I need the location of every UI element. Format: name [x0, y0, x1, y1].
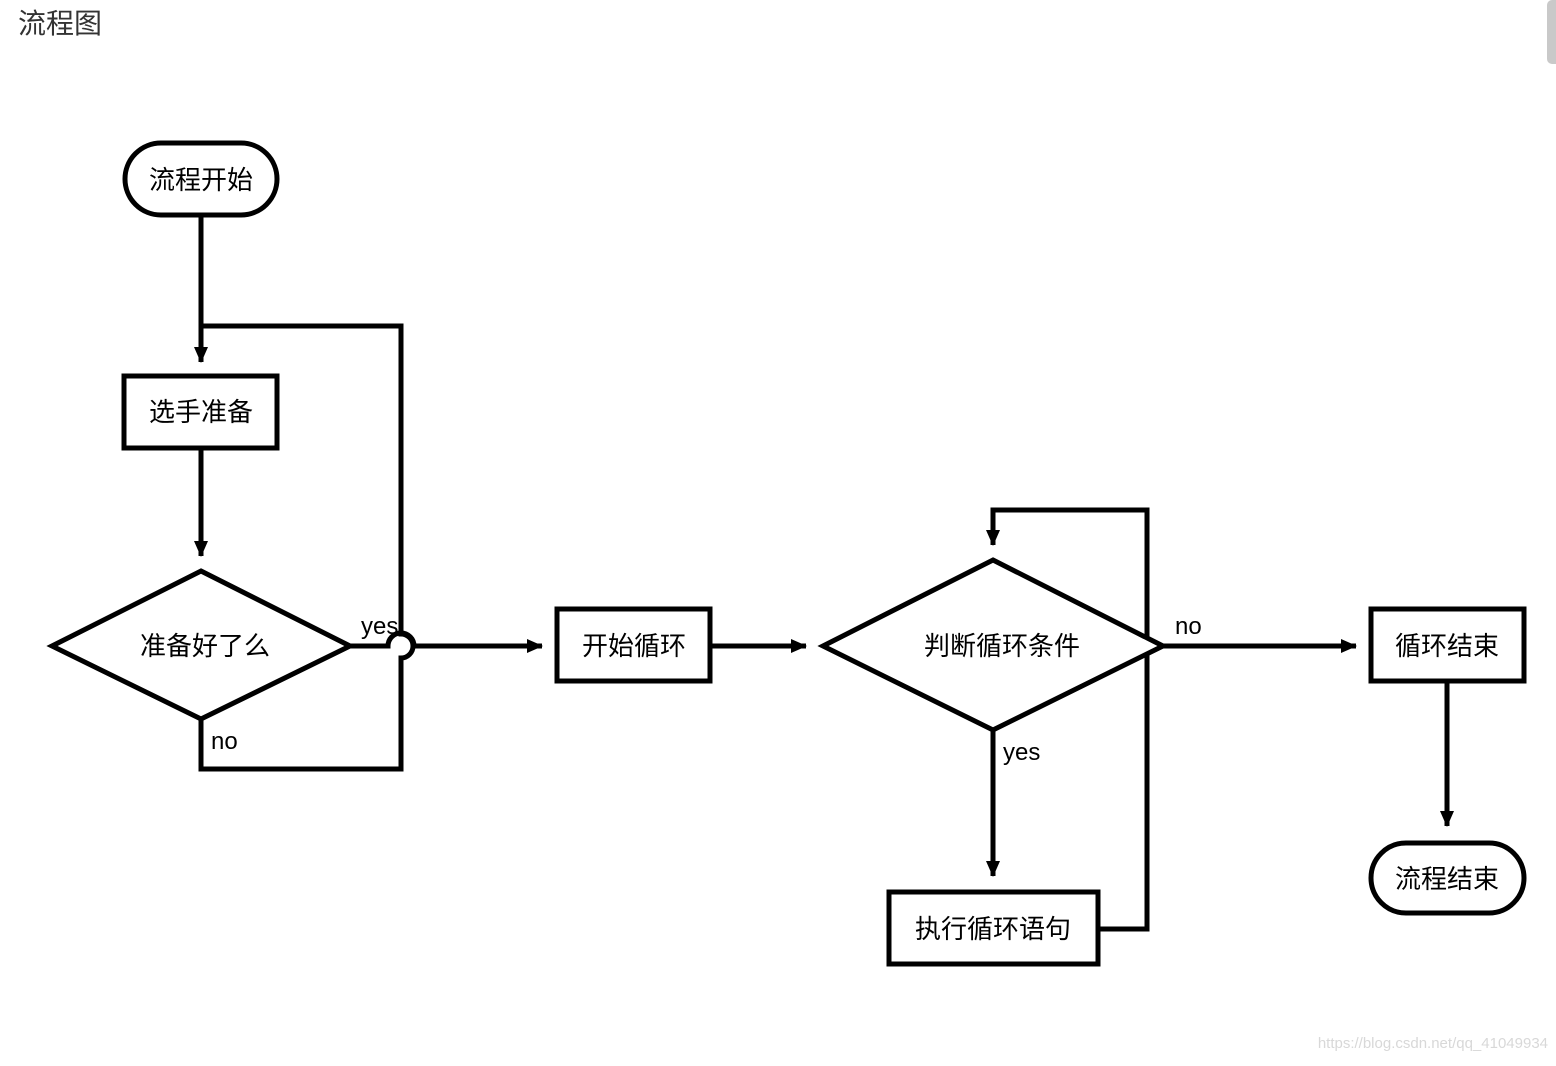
scrollbar-thumb[interactable] — [1547, 0, 1556, 64]
node-loop-condition[interactable]: 判断循环条件 — [817, 557, 1169, 733]
node-loop-condition-label: 判断循环条件 — [924, 632, 1080, 662]
node-start[interactable]: 流程开始 — [122, 140, 280, 218]
edge-body-back-to-condition — [986, 507, 1150, 932]
edge-label-condition-no: no — [1175, 613, 1202, 640]
node-ready-check-label: 准备好了么 — [140, 632, 270, 662]
watermark: https://blog.csdn.net/qq_41049934 — [1317, 1035, 1548, 1052]
edge-label-ready-yes: yes — [361, 613, 398, 640]
node-end-label: 流程结束 — [1395, 865, 1499, 895]
node-start-label: 流程开始 — [149, 166, 253, 196]
node-loop-body[interactable]: 执行循环语句 — [886, 889, 1101, 967]
edge-label-ready-no: no — [211, 728, 238, 755]
node-end[interactable]: 流程结束 — [1368, 840, 1527, 916]
node-prepare[interactable]: 选手准备 — [121, 373, 280, 451]
node-loop-end[interactable]: 循环结束 — [1368, 606, 1527, 684]
edge-label-condition-yes: yes — [1003, 739, 1040, 766]
node-loop-end-label: 循环结束 — [1395, 632, 1499, 662]
node-ready-check[interactable]: 准备好了么 — [46, 568, 356, 722]
page-title: 流程图 — [18, 7, 103, 40]
node-prepare-label: 选手准备 — [149, 398, 253, 428]
edge-ready-yes-to-loop-start — [350, 630, 543, 653]
node-loop-start-label: 开始循环 — [582, 632, 686, 662]
node-loop-body-label: 执行循环语句 — [915, 915, 1071, 945]
node-loop-start[interactable]: 开始循环 — [554, 606, 713, 684]
